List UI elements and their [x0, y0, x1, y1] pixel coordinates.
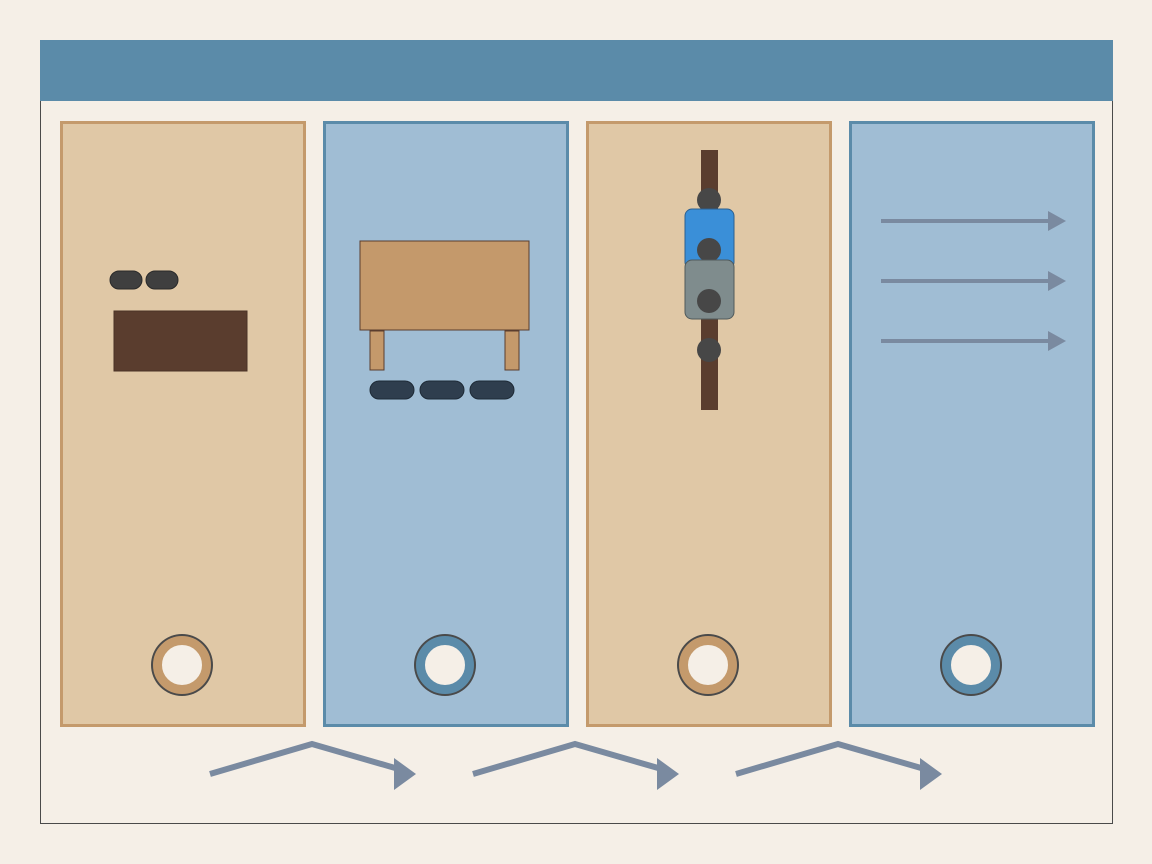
panel-2-illustration — [359, 240, 530, 400]
header-bar — [40, 40, 1113, 101]
oval-marker-icon — [109, 270, 143, 290]
rider-head-icon — [697, 238, 721, 262]
track-knob-icon — [697, 338, 721, 362]
brown-block-icon — [113, 310, 248, 372]
panel-1 — [60, 121, 306, 727]
seat-marker-icon — [469, 380, 515, 400]
table-leg-icon — [504, 330, 520, 371]
panel-1-ring-icon — [153, 636, 211, 694]
seat-marker-icon — [369, 380, 415, 400]
panel-3-illustration — [684, 150, 735, 410]
panel-2-ring-icon — [416, 636, 474, 694]
panel-3 — [586, 121, 832, 727]
arrowhead-icon — [1048, 331, 1066, 351]
table-leg-icon — [369, 330, 385, 371]
rider-head-icon — [697, 188, 721, 212]
seat-marker-icon — [419, 380, 465, 400]
panel-4 — [849, 121, 1095, 727]
panel-3-ring-icon — [679, 636, 737, 694]
panel-4-illustration — [881, 211, 1066, 351]
rider-head-icon — [697, 289, 721, 313]
panel-4-ring-icon — [942, 636, 1000, 694]
arrowhead-icon — [1048, 271, 1066, 291]
table-top-icon — [359, 240, 530, 331]
oval-marker-icon — [145, 270, 179, 290]
arrowhead-icon — [1048, 211, 1066, 231]
panel-1-illustration — [109, 270, 248, 372]
panel-2 — [323, 121, 569, 727]
